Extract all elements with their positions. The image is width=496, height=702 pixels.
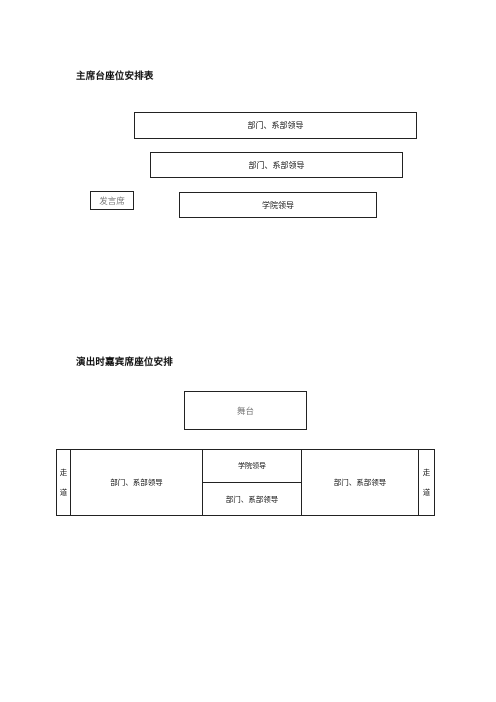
center-dept-leaders-label: 部门、系部领导 <box>225 494 279 504</box>
podium-row-1: 部门、系部领导 <box>134 112 417 139</box>
speaker-seat-box: 发言席 <box>90 191 134 210</box>
right-aisle-char-2: 道 <box>422 487 431 497</box>
center-college-leaders-label: 学院领导 <box>238 462 266 470</box>
podium-row-2: 部门、系部领导 <box>150 152 403 178</box>
left-aisle-cell: 走 道 <box>56 449 71 516</box>
section1-title: 主席台座位安排表 <box>76 71 154 82</box>
guest-seating-table: 走 道 部门、系部领导 学院领导 部门、系部领导 走 道 部门、系部领导 <box>56 449 435 516</box>
left-dept-leaders-cell: 部门、系部领导 <box>70 449 203 516</box>
center-dept-leaders-cell: 部门、系部领导 <box>202 482 302 516</box>
podium-row-3: 学院领导 <box>179 192 377 218</box>
podium-row-2-label: 部门、系部领导 <box>248 160 305 170</box>
speaker-seat-label: 发言席 <box>99 196 125 207</box>
left-aisle-char-1: 走 <box>59 468 68 477</box>
right-dept-leaders-cell: 部门、系部领导 <box>301 449 419 516</box>
left-dept-leaders-label: 部门、系部领导 <box>110 478 163 487</box>
stage-box: 舞台 <box>184 391 307 430</box>
right-dept-leaders-label: 部门、系部领导 <box>333 478 387 487</box>
podium-row-1-label: 部门、系部领导 <box>247 121 304 130</box>
stage-label: 舞台 <box>236 406 254 417</box>
section2-title: 演出时嘉宾席座位安排 <box>76 357 174 368</box>
right-aisle-cell: 走 道 <box>418 449 435 516</box>
right-aisle-char-1: 走 <box>422 468 431 477</box>
left-aisle-char-2: 道 <box>59 487 68 497</box>
center-college-leaders-cell: 学院领导 <box>202 449 302 483</box>
podium-row-3-label: 学院领导 <box>262 200 294 210</box>
